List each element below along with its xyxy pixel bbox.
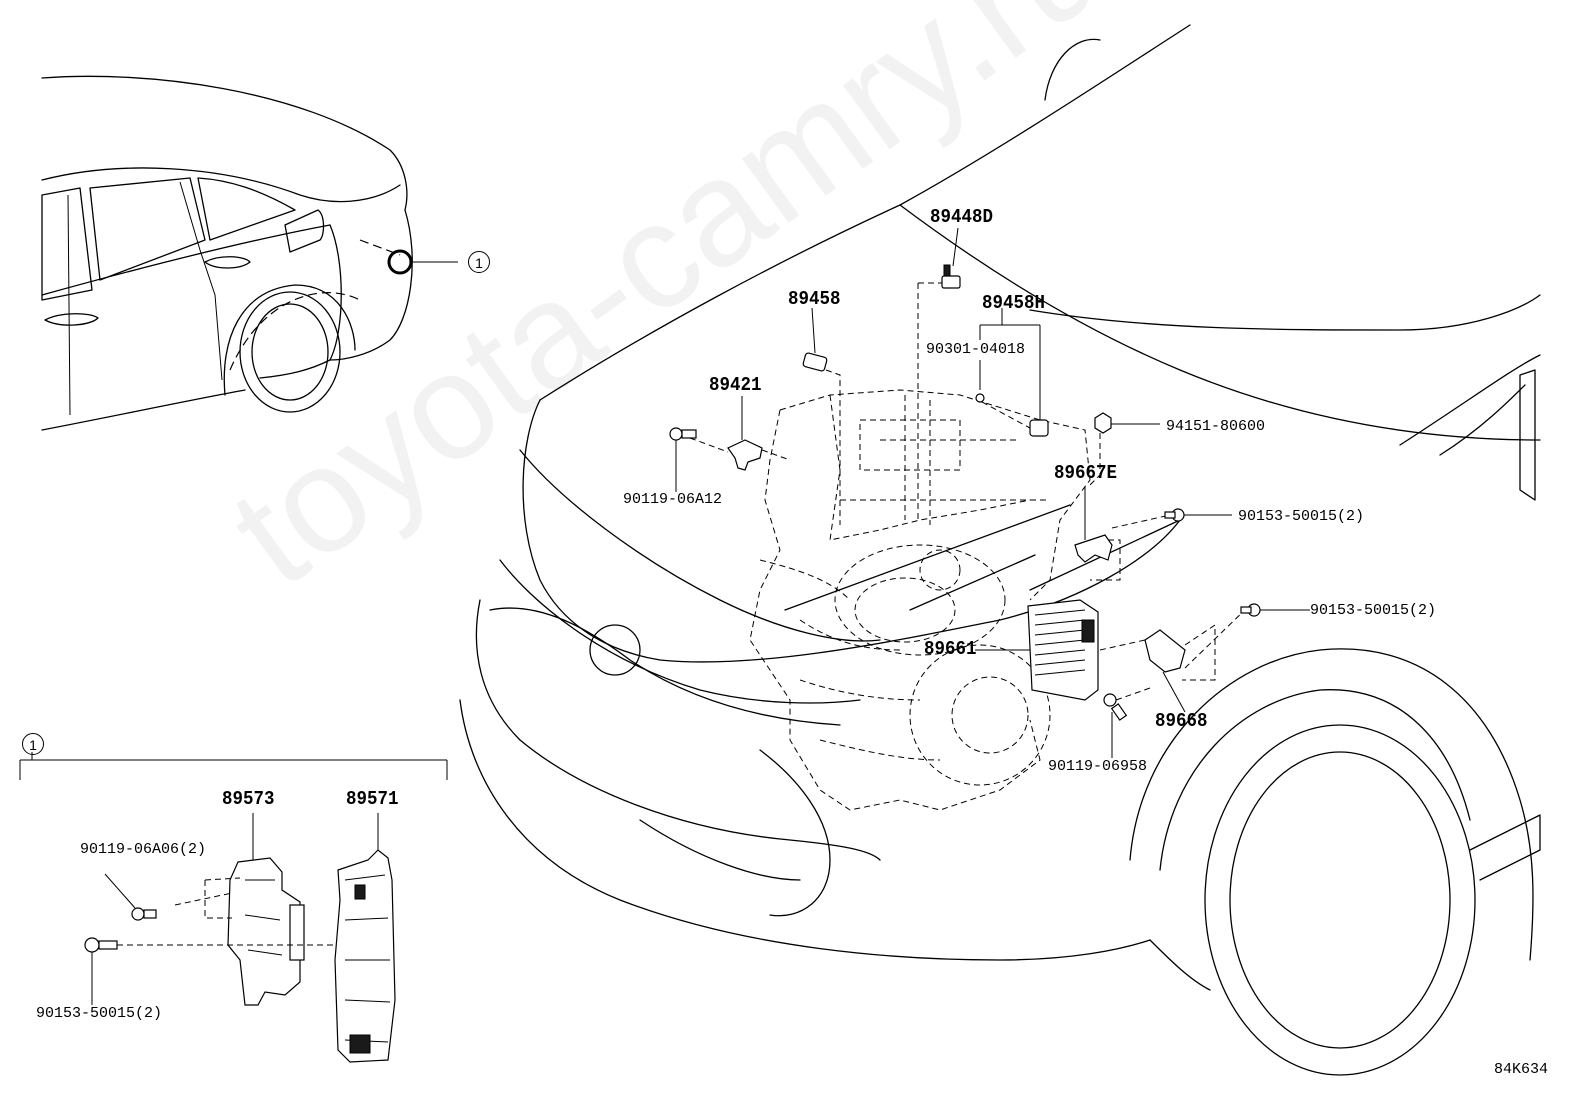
sensor-icon — [917, 227, 961, 520]
label-89421: 89421 — [709, 374, 762, 396]
bolt-icon — [1103, 687, 1151, 758]
sensor-icon — [689, 396, 791, 471]
rear-car-illustration — [41, 75, 458, 431]
callout-circle: 1 — [468, 251, 490, 273]
label-89448D: 89448D — [930, 206, 993, 228]
sensor-icon — [802, 307, 841, 525]
label-89571: 89571 — [346, 788, 399, 810]
callout-circle: 1 — [22, 733, 44, 755]
label-90301-04018: 90301-04018 — [926, 341, 1026, 358]
label-89661: 89661 — [924, 638, 977, 660]
bolt-icon — [1240, 603, 1310, 617]
bolt-icon — [669, 427, 697, 492]
bolt-icon — [1164, 508, 1232, 522]
label-89668: 89668 — [1155, 710, 1208, 732]
label-89458H: 89458H — [982, 292, 1045, 314]
ecu-icon — [975, 599, 1099, 701]
bracket-icon — [1099, 604, 1251, 713]
label-90119-06A12: 90119-06A12 — [623, 491, 723, 508]
bracket-icon — [1074, 486, 1171, 581]
label-89667E: 89667E — [1054, 462, 1117, 484]
engine-illustration — [749, 389, 1091, 811]
label-89573: 89573 — [222, 788, 275, 810]
nut-icon — [1089, 412, 1160, 486]
label-90153-50015-c: 90153-50015(2) — [36, 1005, 163, 1022]
label-90119-06A06: 90119-06A06(2) — [80, 841, 207, 858]
ecu-icon — [334, 813, 396, 1063]
front-car-illustration — [459, 24, 1541, 1076]
diagram-code: 84K634 — [1494, 1061, 1549, 1078]
label-90153-50015-a: 90153-50015(2) — [1238, 508, 1365, 525]
sensor-icon — [975, 308, 1049, 437]
label-89458: 89458 — [788, 288, 841, 310]
inset-frame — [19, 752, 448, 780]
bolt-icon — [104, 873, 157, 921]
label-90119-06958: 90119-06958 — [1048, 758, 1148, 775]
bolt-icon — [84, 937, 335, 1005]
label-94151-80600: 94151-80600 — [1166, 418, 1266, 435]
label-90153-50015-b: 90153-50015(2) — [1310, 602, 1437, 619]
bracket-icon — [174, 813, 305, 1006]
